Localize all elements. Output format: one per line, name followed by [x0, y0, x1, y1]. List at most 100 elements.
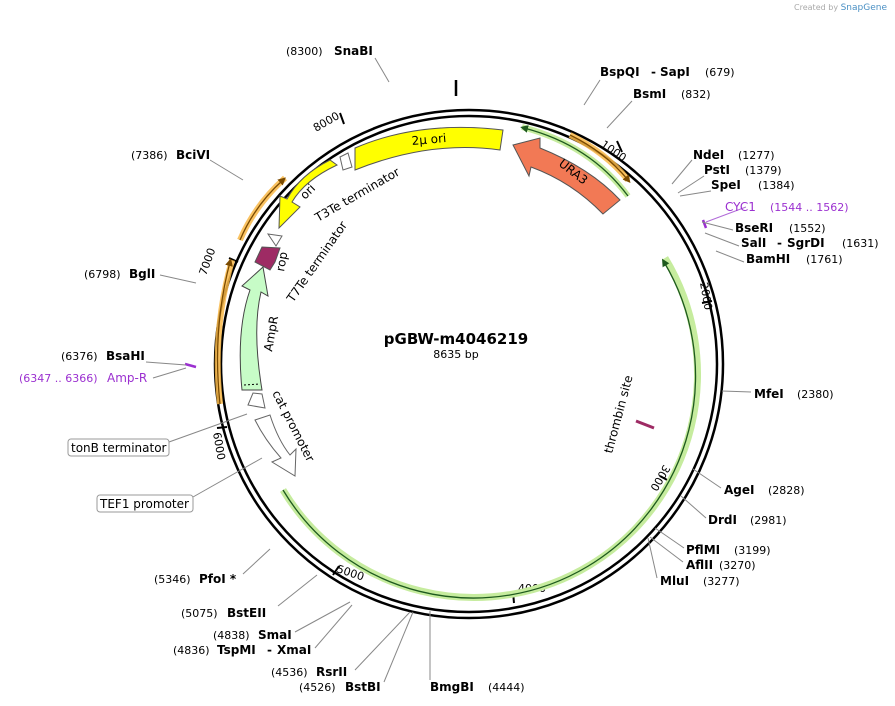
site-name: BspQI [600, 65, 640, 79]
site-sep: - [777, 236, 782, 250]
feature-ori[interactable] [278, 159, 338, 230]
site-snabi[interactable]: (8300) SnaBI [286, 44, 373, 58]
label-tonb-terminator[interactable]: tonB terminator [67, 438, 170, 457]
site-name: SpeI [711, 178, 741, 192]
site-sali-sgrdi[interactable]: SalI - SgrDI (1631) [741, 236, 879, 250]
site-bspqi-sapi[interactable]: BspQI - SapI (679) [600, 65, 735, 79]
feature-label-2mu-ori: 2μ ori [411, 131, 447, 148]
site-pos: (3270) [719, 559, 756, 572]
site-name: PfoI * [199, 572, 237, 586]
site-bcivi[interactable]: (7386) BciVI [131, 148, 210, 162]
site-name: SmaI [258, 628, 292, 642]
tick-mark-6000 [216, 426, 228, 429]
site-name: BstBI [345, 680, 381, 694]
site-pos: (4444) [488, 681, 525, 694]
site-pos: (4838) [213, 629, 250, 642]
leader-mfei [721, 390, 752, 393]
site-pos: (1277) [738, 149, 775, 162]
site-bgli[interactable]: (6798) BglI [84, 267, 155, 281]
tick-label-7000: 7000 [197, 246, 219, 277]
site-pos: (3277) [703, 575, 740, 588]
leader-mlui [647, 537, 658, 579]
leader-bseri [701, 221, 734, 231]
leader-bsahi [145, 361, 187, 366]
leader-lines [145, 57, 752, 683]
site-name: BamHI [746, 252, 790, 266]
site-tspmi-xmai[interactable]: (4836) TspMI - XmaI [173, 643, 311, 657]
orf-arc-bottom-line [282, 258, 697, 599]
site-name: PstI [704, 163, 730, 177]
site-bsmi[interactable]: BsmI (832) [633, 87, 711, 101]
site-pos: (2828) [768, 484, 805, 497]
site-pos: (1761) [806, 253, 843, 266]
site-pos: (679) [705, 66, 735, 79]
feature-label-thrombin-site: thrombin site [601, 374, 635, 455]
leader-tef1-promoter [192, 457, 263, 498]
label-tef1-promoter[interactable]: TEF1 promoter [96, 494, 194, 513]
leader-cyc1 [705, 206, 747, 223]
site-drdi[interactable]: DrdI (2981) [708, 513, 787, 527]
tick-mark-1000 [616, 140, 623, 153]
leader-pfoi [242, 548, 271, 575]
feature-name: CYC1 [725, 200, 756, 214]
site-pos: (6376) [61, 350, 98, 363]
site-smai[interactable]: (4838) SmaI [213, 628, 292, 642]
credit-prefix: Created by [794, 3, 839, 12]
site-name: BstEII [227, 606, 266, 620]
leader-smai [294, 601, 351, 633]
leader-amp-r [152, 367, 187, 379]
leader-aflii [649, 536, 684, 563]
site-name: NdeI [693, 148, 724, 162]
site-mlui[interactable]: MluI (3277) [660, 574, 740, 588]
leader-tspmi [314, 604, 353, 649]
site-pos: (1631) [842, 237, 879, 250]
amp-r-mark [184, 362, 197, 369]
leader-psti [677, 175, 705, 194]
primer-bar-upper-left[interactable] [237, 175, 288, 242]
site-bseri[interactable]: BseRI (1552) [735, 221, 826, 235]
leader-agei [692, 468, 722, 489]
site-bmgbi[interactable]: BmgBI (4444) [430, 680, 525, 694]
site-bsahi[interactable]: (6376) BsaHI [61, 349, 145, 363]
site-mfei[interactable]: MfeI (2380) [754, 387, 834, 401]
feature-amp-r[interactable]: (6347 .. 6366) Amp-R [19, 371, 147, 385]
site-name: DrdI [708, 513, 737, 527]
feature-pos: (6347 .. 6366) [19, 372, 98, 385]
site-pflmi[interactable]: PflMI (3199) [686, 543, 771, 557]
site-psti[interactable]: PstI (1379) [704, 163, 782, 177]
site-aflii[interactable]: AflII (3270) [686, 558, 756, 572]
leader-bspqi [583, 79, 601, 106]
site-pos: (3199) [734, 544, 771, 557]
leader-bsmi [606, 100, 633, 129]
feature-pos: (1544 .. 1562) [770, 201, 849, 214]
site-bamhi[interactable]: BamHI (1761) [746, 252, 843, 266]
tick-mark-5000 [332, 565, 340, 576]
feature-2mu-ori[interactable] [354, 126, 504, 171]
site-pfoi[interactable]: (5346) PfoI * [154, 572, 237, 586]
tef1-promoter-glyph[interactable] [254, 414, 297, 477]
feature-ampr[interactable] [239, 266, 269, 391]
site-spei[interactable]: SpeI (1384) [711, 178, 795, 192]
feature-rop[interactable] [254, 246, 281, 271]
snapgene-credit: Created by SnapGene [794, 3, 887, 13]
leader-bgli [159, 274, 197, 284]
site-bstbi[interactable]: (4526) BstBI [299, 680, 381, 694]
site-bsteii[interactable]: (5075) BstEII [181, 606, 266, 620]
tick-mark-2000 [701, 300, 713, 304]
t7te-terminator-glyph[interactable] [266, 233, 283, 247]
site-rsrii[interactable]: (4536) RsrII [271, 665, 347, 679]
site-ndei[interactable]: NdeI (1277) [693, 148, 775, 162]
site-name: SnaBI [334, 44, 373, 58]
site-name: BmgBI [430, 680, 474, 694]
t3te-terminator-glyph[interactable] [339, 152, 353, 171]
feature-cyc1[interactable]: CYC1 (1544 .. 1562) [725, 200, 849, 214]
leader-bstbi [383, 611, 414, 683]
plasmid-length: 8635 bp [433, 348, 478, 361]
leader-drdi [680, 495, 707, 519]
leader-ndei [671, 159, 693, 185]
feature-label-ampr: AmpR [261, 315, 281, 353]
feature-ura3[interactable] [512, 137, 621, 215]
thrombin-site-glyph[interactable] [635, 419, 655, 430]
site-agei[interactable]: AgeI (2828) [724, 483, 805, 497]
cat-promoter-glyph[interactable] [247, 392, 266, 409]
